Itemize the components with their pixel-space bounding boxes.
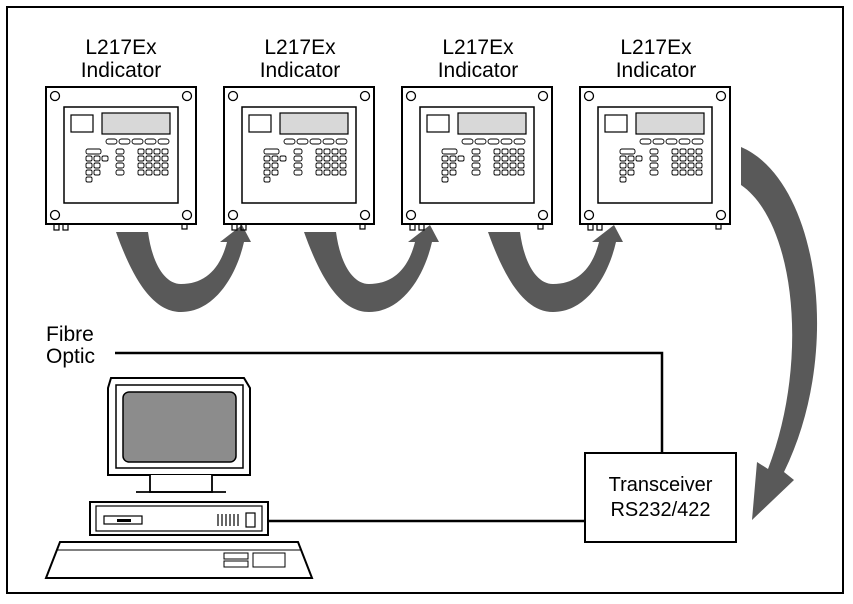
indicator-model: L217Ex [85, 36, 157, 59]
indicator-panel-icon [45, 86, 197, 231]
indicator-model: L217Ex [264, 36, 336, 59]
indicator-type: Indicator [259, 59, 341, 82]
computer-workstation-icon [44, 377, 314, 579]
curved-arrow-icon [116, 225, 251, 312]
indicator-type: Indicator [615, 59, 697, 82]
fibre-label-line1: Fibre [46, 323, 94, 346]
indicator-label: L217Ex Indicator [36, 36, 206, 82]
fibre-label-line2: Optic [46, 345, 96, 368]
indicator-type: Indicator [437, 59, 519, 82]
indicator-model: L217Ex [442, 36, 514, 59]
fibre-optic-label: Fibre Optic [46, 324, 95, 368]
diagram-frame [6, 6, 844, 594]
indicator-label: L217Ex Indicator [215, 36, 385, 82]
curved-arrow-icon [488, 225, 623, 312]
curved-arrow-icon [741, 147, 818, 520]
indicator-model: L217Ex [620, 36, 692, 59]
indicator-type: Indicator [80, 59, 162, 82]
indicator-label: L217Ex Indicator [571, 36, 741, 82]
indicator-panel-icon [401, 86, 553, 231]
indicator-panel-icon [579, 86, 731, 231]
indicator-panel-icon [223, 86, 375, 231]
indicator-label: L217Ex Indicator [393, 36, 563, 82]
transceiver-label: Transceiver [608, 473, 713, 496]
fibre-optic-line [115, 351, 664, 452]
transceiver-box: Transceiver RS232/422 [584, 452, 737, 543]
transceiver-interface-label: RS232/422 [610, 498, 711, 521]
curved-arrow-icon [304, 225, 439, 312]
